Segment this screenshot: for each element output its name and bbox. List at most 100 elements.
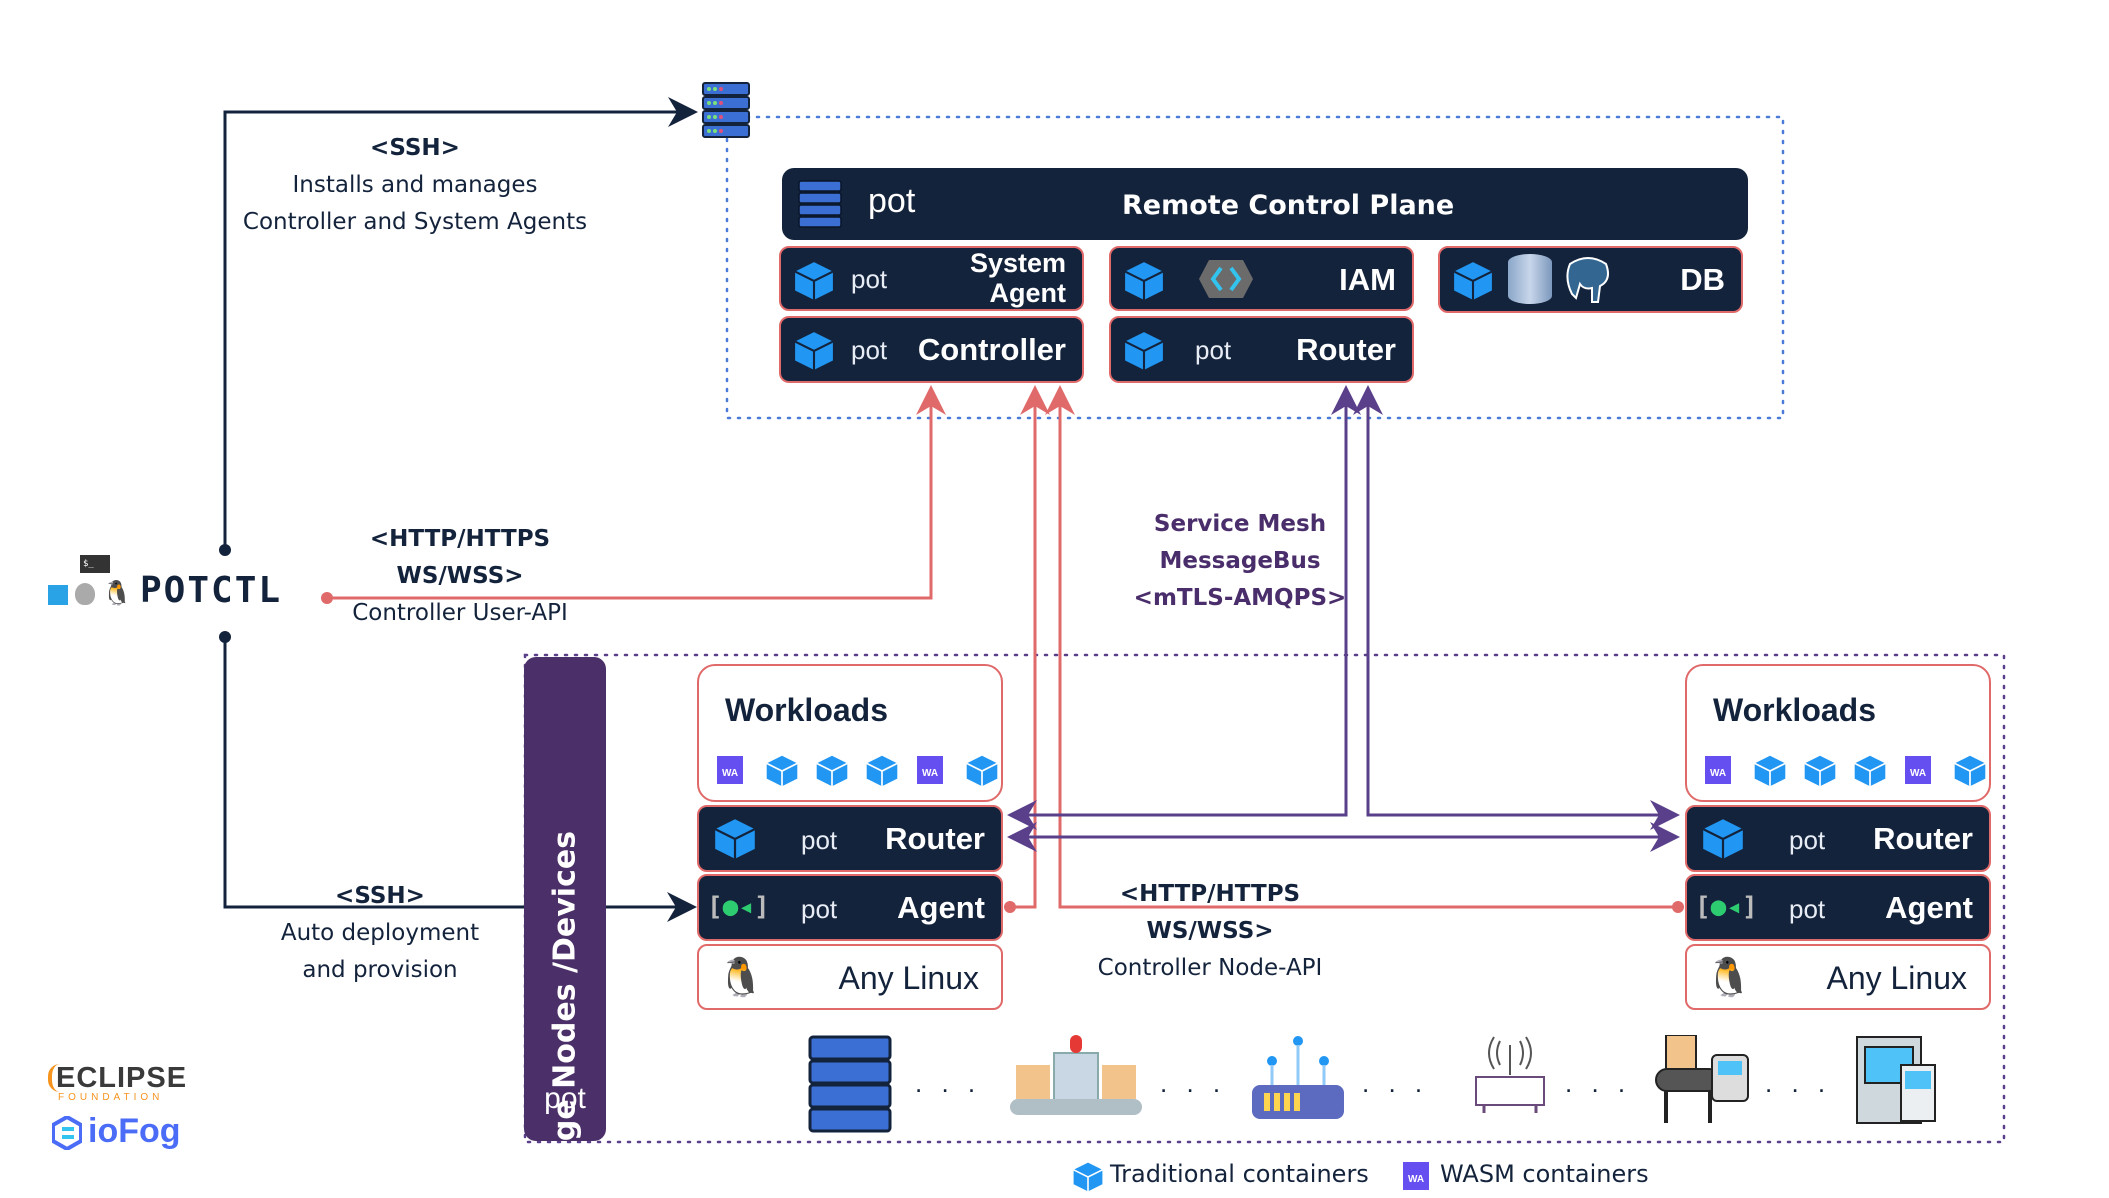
iofog-icon: [52, 1116, 82, 1150]
edge-agent-title: Agent: [1885, 890, 1973, 925]
server-icon: [808, 1035, 892, 1140]
packaging-machine-icon: [1652, 1034, 1752, 1130]
pot-label: pot: [801, 825, 838, 855]
linux-penguin-icon: 🐧: [717, 957, 765, 999]
windows-icon: [48, 585, 68, 605]
terminal-icon: $_: [80, 555, 110, 573]
server-icon: [702, 82, 750, 138]
workloads-card[interactable]: Workloads WA WA: [697, 664, 1003, 802]
mesh-left-line: [1007, 385, 1361, 830]
device-separator: . . .: [915, 1068, 982, 1098]
db-title: DB: [1680, 262, 1725, 297]
container-cube-icon: [1804, 755, 1836, 787]
device-separator: . . .: [1160, 1068, 1227, 1098]
controller-card[interactable]: pot Controller: [779, 316, 1084, 383]
container-cube-icon: [816, 755, 848, 787]
node-api-left-line: [1010, 385, 1050, 909]
server-icon: [798, 180, 842, 228]
pot-label: pot: [851, 335, 888, 365]
user-api-label: <HTTP/HTTPS WS/WSS> Controller User-API: [352, 526, 568, 626]
iofog-logo: ioFog: [88, 1112, 181, 1150]
container-cube-icon: [794, 262, 834, 300]
cp-router-card[interactable]: pot Router: [1109, 316, 1414, 383]
container-cube-icon: [1124, 332, 1164, 370]
service-mesh-label: Service Mesh MessageBus <mTLS-AMQPS>: [1133, 511, 1347, 611]
legend-traditional: Traditional containers: [1110, 1160, 1369, 1188]
node-api-label: <HTTP/HTTPS WS/WSS> Controller Node-API: [1097, 881, 1323, 981]
edge-router-card[interactable]: pot Router: [697, 805, 1003, 872]
container-cube-icon: [1754, 755, 1786, 787]
edge-router-title: Router: [1873, 821, 1973, 856]
wasm-icon: WA: [917, 756, 943, 784]
os-label: Any Linux: [838, 960, 979, 996]
controller-title: Controller: [917, 332, 1066, 367]
container-cube-icon: [1702, 819, 1744, 859]
mesh-right-line: [1353, 385, 1680, 830]
container-cube-icon: [966, 755, 998, 787]
edge-agent-title: Agent: [897, 890, 985, 925]
container-cube-icon: [714, 819, 756, 859]
eclipse-foundation-label: FOUNDATION: [58, 1092, 164, 1103]
edge-nodes-label: Edge Nodes /Devices: [547, 830, 583, 1184]
edge-agent-card[interactable]: [●◂] pot Agent: [697, 874, 1003, 941]
wasm-icon: WA: [1905, 756, 1931, 784]
os-label: Any Linux: [1826, 960, 1967, 996]
mysql-icon: [1508, 254, 1552, 304]
os-card: 🐧 Any Linux: [1685, 944, 1991, 1010]
pot-brand: pot: [544, 1082, 586, 1115]
ssh-top-label: <SSH> Installs and manages Controller an…: [242, 135, 588, 235]
keycloak-icon: [1199, 260, 1253, 298]
workloads-card[interactable]: Workloads WA WA: [1685, 664, 1991, 802]
ssh-bottom-line: [223, 637, 694, 907]
agent-icon: [●◂]: [1695, 892, 1758, 922]
agent-icon: [●◂]: [707, 892, 770, 922]
wasm-icon: WA: [1705, 756, 1731, 784]
pot-label: pot: [1789, 825, 1826, 855]
pot-label: pot: [801, 894, 838, 924]
container-cube-icon: [794, 332, 834, 370]
cp-router-title: Router: [1296, 332, 1396, 367]
container-cube-icon: [1954, 755, 1986, 787]
factory-conveyor-icon: [1010, 1035, 1142, 1130]
container-cube-icon: [866, 755, 898, 787]
device-separator: . . .: [1362, 1068, 1429, 1098]
apple-icon: [75, 583, 95, 605]
pot-brand: pot: [868, 182, 916, 220]
iam-card[interactable]: IAM: [1109, 246, 1414, 311]
router-device-icon: [1250, 1035, 1346, 1130]
workloads-title: Workloads: [1713, 692, 1876, 728]
device-separator: . . .: [1565, 1068, 1632, 1098]
wifi-router-icon: [1470, 1035, 1550, 1120]
pot-label: pot: [851, 264, 888, 294]
ssh-top-line: [223, 97, 698, 548]
os-card: 🐧 Any Linux: [697, 944, 1003, 1010]
workloads-title: Workloads: [725, 692, 888, 728]
pot-label: pot: [1789, 894, 1826, 924]
edge-router-title: Router: [885, 821, 985, 856]
edge-agent-card[interactable]: [●◂] pot Agent: [1685, 874, 1991, 941]
legend-wasm: WASM containers: [1440, 1160, 1649, 1188]
user-api-line: [327, 385, 946, 600]
wasm-icon: WA: [1403, 1162, 1429, 1190]
remote-control-plane-header: pot Remote Control Plane: [782, 168, 1748, 240]
postgresql-icon: [1566, 257, 1609, 303]
pot-label: pot: [1195, 335, 1232, 365]
db-card[interactable]: DB: [1438, 246, 1743, 313]
control-plane-title: Remote Control Plane: [1122, 190, 1455, 221]
potctl-logo: POTCTL: [140, 570, 283, 611]
container-cube-icon: [1854, 755, 1886, 787]
linux-penguin-icon: 🐧: [1705, 957, 1753, 999]
edge-router-card[interactable]: pot Router: [1685, 805, 1991, 872]
container-cube-icon: [766, 755, 798, 787]
container-cube-icon: [1073, 1162, 1103, 1192]
ssh-bottom-label: <SSH> Auto deployment and provision: [280, 883, 480, 983]
eclipse-logo: ECLIPSE: [48, 1064, 187, 1093]
edge-nodes-bar: Edge Nodes /Devices pot: [524, 657, 606, 1183]
device-separator: . . .: [1765, 1068, 1832, 1098]
container-cube-icon: [1124, 262, 1164, 300]
wasm-icon: WA: [717, 756, 743, 784]
container-cube-icon: [1453, 262, 1493, 300]
